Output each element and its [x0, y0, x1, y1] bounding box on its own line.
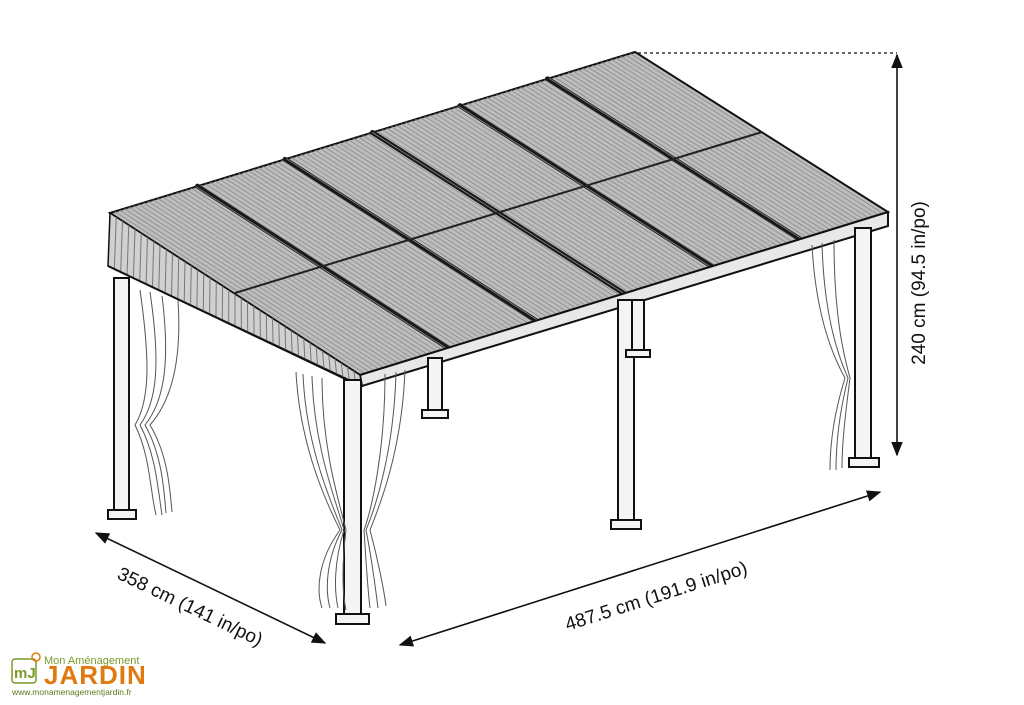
width-arrow	[398, 490, 882, 647]
pergola-posts	[107, 227, 880, 625]
height-label: 240 cm (94.5 in/po)	[909, 201, 930, 365]
curtain-right	[811, 239, 851, 471]
post-front-right	[854, 227, 872, 461]
logo-name: JARDIN	[44, 660, 147, 690]
post-back-middle	[427, 357, 443, 414]
post-back-right	[631, 299, 645, 353]
depth-arrow	[94, 532, 327, 644]
logo-mark-letters: mJ	[14, 665, 36, 682]
side-gable-corrugation	[113, 217, 357, 384]
brand-logo: mJ Mon Aménagement JARDIN www.monamenage…	[11, 652, 147, 697]
curtain-back-left	[134, 289, 180, 516]
pergola-roof	[107, 50, 891, 388]
logo-brand-text: Mon Aménagement	[44, 655, 139, 667]
post-back-left	[113, 277, 130, 513]
post-front-left	[343, 379, 362, 619]
logo-url: www.monamenagementjardin.fr	[11, 687, 132, 697]
logo-mark: mJ	[11, 652, 41, 684]
flower-icon	[31, 652, 41, 662]
depth-label: 358 cm (141 in/po)	[114, 564, 266, 651]
width-label: 487.5 cm (191.9 in/po)	[563, 558, 751, 636]
roof-center-seam	[234, 131, 763, 294]
